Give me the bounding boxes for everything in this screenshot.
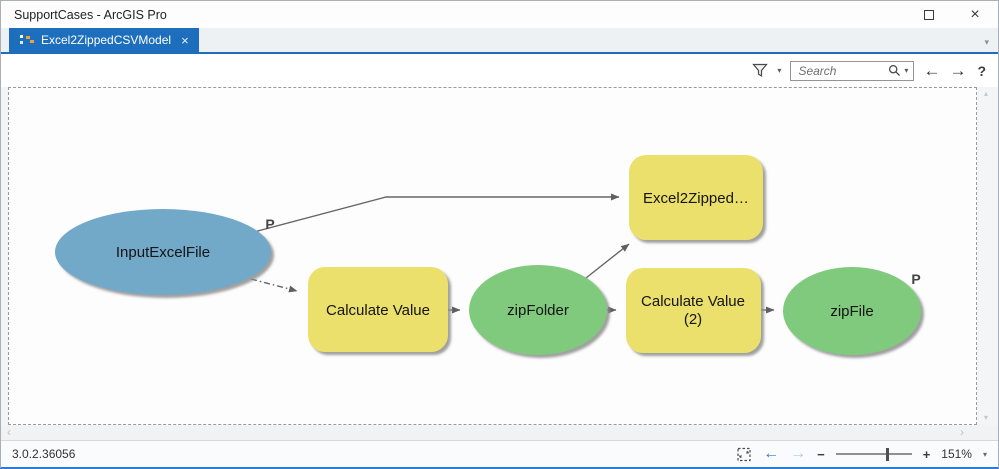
filter-icon[interactable] (752, 63, 769, 78)
search-caret-icon[interactable]: ▾ (904, 66, 909, 75)
zoom-slider-track (835, 453, 912, 455)
model-diagram: InputExcelFile Calculate Value zipFolder… (55, 155, 921, 355)
node-label: InputExcelFile (116, 244, 210, 261)
window-title: SupportCases - ArcGIS Pro (14, 7, 167, 22)
zoom-slider[interactable] (835, 447, 912, 461)
back-arrow-icon[interactable]: ← (923, 61, 941, 80)
modelbuilder-icon (20, 34, 34, 44)
connector-inputexcelfile-to-excel2zipped[interactable] (253, 193, 620, 233)
node-label: Excel2Zipped… (643, 190, 749, 207)
model-node-zipfolder[interactable]: zipFolder (469, 265, 607, 355)
canvas-area: InputExcelFile Calculate Value zipFolder… (1, 87, 998, 426)
connector-inputexcelfile-to-calculatevalue[interactable] (250, 278, 298, 293)
window-controls: × (906, 1, 998, 28)
history-back-icon[interactable]: ← (763, 445, 780, 462)
zoom-slider-handle[interactable] (885, 447, 889, 461)
scroll-left-icon[interactable]: ‹ (7, 425, 11, 439)
node-label: Calculate Value (326, 302, 430, 319)
scroll-up-icon[interactable]: ▴ (983, 89, 988, 98)
node-label: zipFile (830, 303, 873, 320)
connector-zipfolder-to-excel2zipped[interactable] (585, 243, 630, 279)
statusbar-controls: ← → − + 151% ▾ (736, 446, 987, 462)
scroll-right-icon[interactable]: › (960, 425, 964, 439)
filter-caret-icon[interactable]: ▾ (777, 66, 782, 75)
tab-label: Excel2ZippedCSVModel (41, 33, 172, 47)
horizontal-scrollbar[interactable]: ‹ › (1, 426, 998, 440)
zoom-in-button[interactable]: + (922, 446, 931, 462)
zoom-out-button[interactable]: − (817, 446, 825, 462)
tabbar: Excel2ZippedCSVModel × ▾ (1, 28, 998, 54)
zoom-level-label: 151% (941, 447, 972, 461)
search-box: ▾ (790, 60, 915, 81)
history-forward-icon[interactable]: → (790, 445, 807, 462)
toolbar: ▾ ▾ ← → ? (1, 54, 998, 87)
model-node-calculate-value-2[interactable]: Calculate Value (2) (626, 268, 761, 353)
parameter-label-zipfile: P (911, 271, 920, 287)
close-button[interactable]: × (952, 1, 998, 28)
model-node-excel2zipped[interactable]: Excel2Zipped… (629, 155, 763, 240)
vertical-scrollbar[interactable]: ▴ ▾ (979, 88, 993, 424)
model-node-zipfile[interactable]: zipFile (783, 267, 921, 355)
node-label: Calculate Value (641, 293, 745, 310)
tab-close-icon[interactable]: × (181, 32, 189, 48)
statusbar: 3.0.2.36056 ← → − + 151% ▾ (1, 440, 998, 467)
forward-arrow-icon[interactable]: → (949, 61, 967, 80)
parameter-label-inputexcelfile: P (265, 216, 274, 232)
tab-excel2zippedcsvmodel[interactable]: Excel2ZippedCSVModel × (9, 28, 199, 52)
version-label: 3.0.2.36056 (12, 447, 76, 461)
search-icon[interactable] (888, 64, 901, 77)
maximize-icon (924, 9, 934, 20)
node-label-line2: (2) (684, 311, 702, 328)
search-input[interactable] (796, 62, 886, 79)
fit-to-window-icon[interactable] (736, 447, 752, 462)
node-label: zipFolder (507, 302, 569, 319)
zoom-caret-icon[interactable]: ▾ (982, 449, 987, 459)
maximize-button[interactable] (906, 1, 952, 28)
help-button[interactable]: ? (977, 62, 986, 79)
tab-overflow-chevron-icon[interactable]: ▾ (984, 37, 989, 47)
model-node-calculate-value[interactable]: Calculate Value (308, 267, 448, 352)
close-icon: × (970, 5, 980, 23)
model-canvas[interactable]: InputExcelFile Calculate Value zipFolder… (8, 87, 977, 425)
titlebar: SupportCases - ArcGIS Pro × (1, 1, 998, 28)
model-node-inputexcelfile[interactable]: InputExcelFile (55, 209, 271, 295)
scroll-down-icon[interactable]: ▾ (983, 413, 988, 422)
